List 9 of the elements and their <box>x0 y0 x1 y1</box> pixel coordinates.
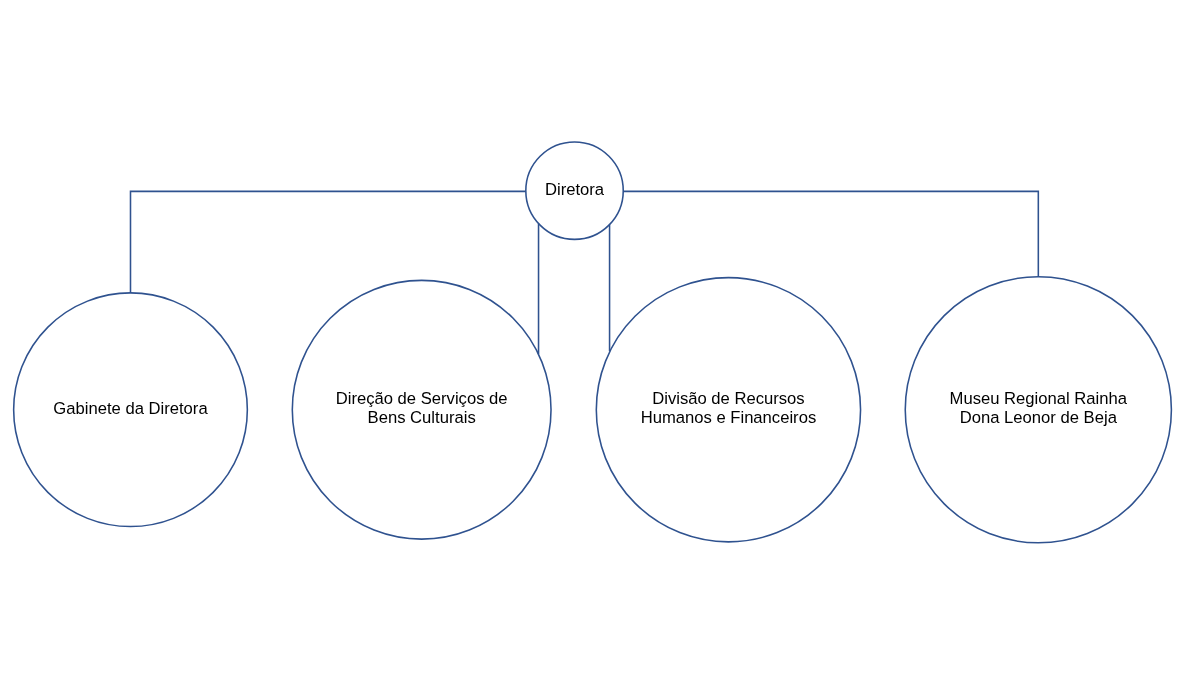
node-circle: Diretora <box>525 141 624 241</box>
node-circle: Divisão de Recursos Humanos e Financeiros <box>595 276 862 543</box>
connector <box>129 190 527 294</box>
node-circle: Gabinete da Diretora <box>12 292 249 528</box>
connector <box>608 223 611 352</box>
connector <box>622 190 1040 278</box>
node-circle: Museu Regional Rainha Dona Leonor de Beja <box>904 275 1173 544</box>
connector <box>537 222 540 355</box>
node-circle: Direção de Serviços de Bens Culturais <box>291 279 552 540</box>
